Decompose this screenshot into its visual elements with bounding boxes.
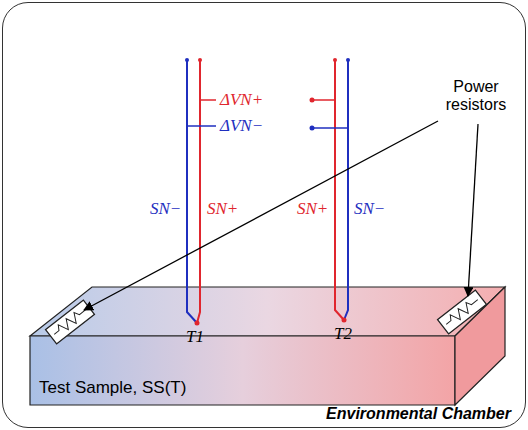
callout-label: Power resistors [430, 78, 522, 114]
symbol-label: ΔVN+ [220, 91, 263, 110]
test-sample: Test Sample, SS(T) [31, 288, 506, 406]
thermocouple-wires [187, 60, 216, 323]
symbol-label: T1 [186, 328, 204, 347]
symbol-label: SN− [150, 200, 181, 219]
resistor-symbol [46, 300, 95, 344]
symbol-label: ΔVN− [220, 117, 263, 136]
symbol-label: SN+ [297, 200, 328, 219]
sample-label: Test Sample, SS(T) [39, 378, 186, 398]
leader-arrow [84, 121, 478, 310]
thermocouple-wires [313, 60, 348, 320]
symbol-label: T2 [334, 325, 352, 344]
symbol-label: SN− [354, 200, 385, 219]
chamber-label: Environmental Chamber [326, 405, 511, 423]
sample-block [30, 287, 505, 405]
resistor-symbol [438, 290, 487, 334]
symbol-label: SN+ [207, 200, 238, 219]
